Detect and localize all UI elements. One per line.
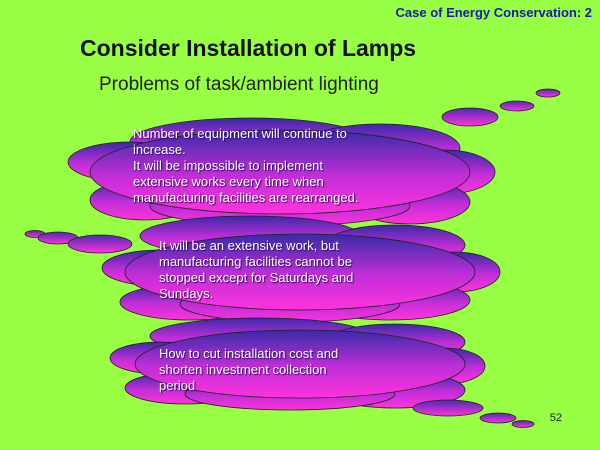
case-label: Case of Energy Conservation: 2 [395,5,593,20]
slide-subtitle: Problems of task/ambient lighting [99,74,379,95]
bubble-trail-bottom [412,399,535,428]
cloud-3-shape [109,317,486,411]
bubble-trail-left [24,230,133,254]
page-number: 52 [549,412,562,424]
cloud-1-shape [67,117,496,227]
cloud-2-text: It will be an extensive work, but manufa… [159,238,354,301]
cloud-2-shape [101,215,501,323]
bubble-trail-top [441,88,561,127]
cloud-1-text: Number of equipment will continue to inc… [133,126,359,205]
slide-title: Consider Installation of Lamps [80,35,417,61]
cloud-3-text: How to cut installation cost and shorten… [159,346,339,393]
